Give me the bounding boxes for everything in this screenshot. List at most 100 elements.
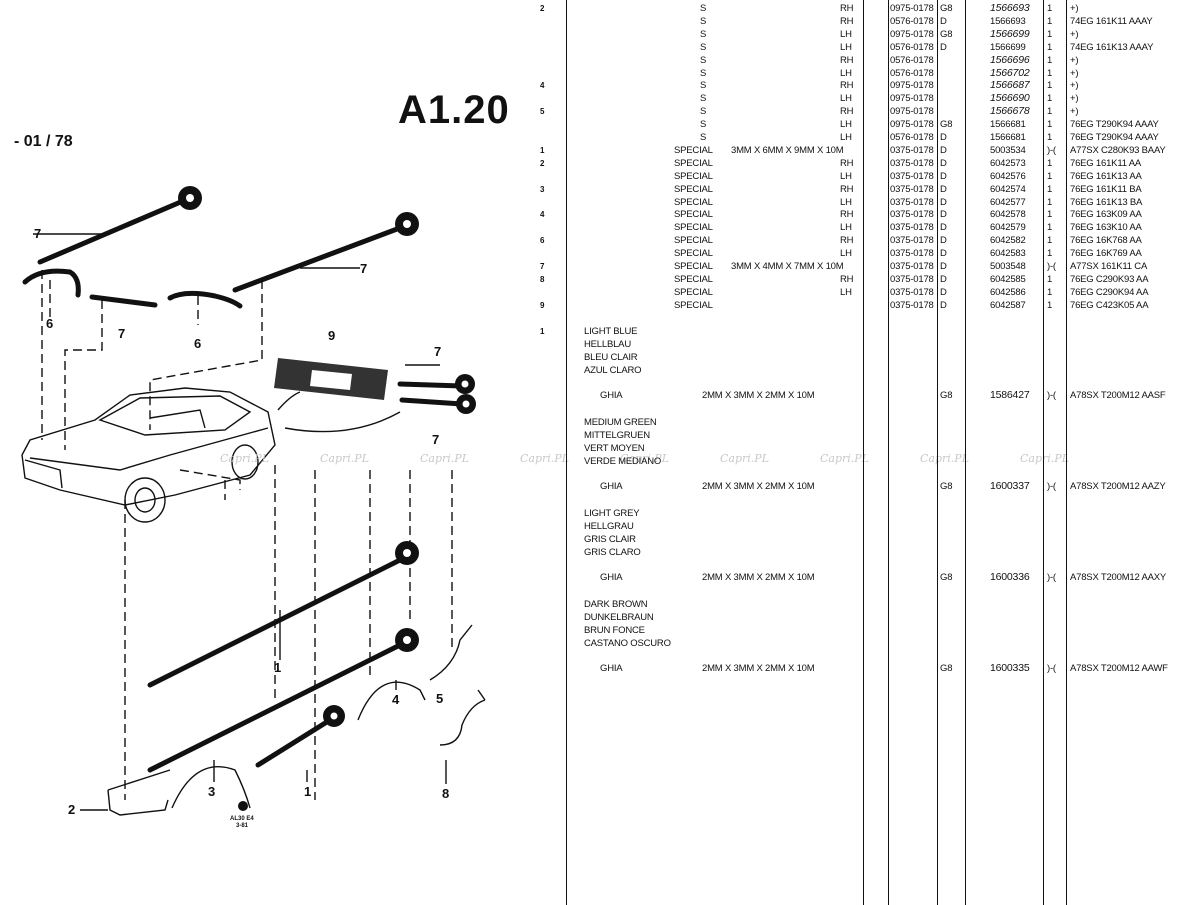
item-cell: S	[700, 15, 707, 27]
callout-label: 7	[118, 326, 125, 341]
color-name: LIGHT BLUE	[584, 326, 638, 337]
code-cell: G8	[940, 390, 953, 401]
item-cell: S	[700, 106, 707, 118]
moulding-strip	[397, 381, 465, 389]
dimension-cell: 2MM X 3MM X 2MM X 10M	[702, 663, 815, 674]
item-cell: S	[700, 28, 707, 40]
column-divider	[888, 0, 889, 905]
remark-cell: +)	[1070, 28, 1079, 40]
part-number-cell: 6042587	[990, 299, 1026, 311]
callout-label: 6	[46, 316, 53, 331]
ref-cell: 7	[540, 262, 545, 271]
item-cell: SPECIAL	[674, 209, 713, 221]
part-number-cell: 1566693	[990, 15, 1026, 27]
callout-label: 1	[274, 660, 281, 675]
part-number-cell: 6042583	[990, 248, 1026, 260]
remark-cell: +)	[1070, 106, 1079, 118]
side-cell: RH	[840, 106, 854, 118]
watermark-text: Capri.PL	[520, 452, 569, 465]
remark-cell: 76EG 163K09 AA	[1070, 209, 1142, 221]
item-cell: SPECIAL	[674, 261, 713, 272]
quantity-cell: 1	[1047, 132, 1053, 143]
side-cell: RH	[840, 80, 854, 92]
code-cell: G8	[940, 119, 953, 131]
quantity-cell: 1	[1047, 196, 1053, 208]
color-name: MITTELGRUEN	[584, 430, 650, 441]
item-cell: S	[700, 67, 707, 79]
code-cell: D	[940, 222, 947, 234]
quantity-cell: 1	[1047, 235, 1053, 247]
quantity-cell: )-(	[1047, 144, 1056, 156]
remark-cell: 76EG T290K94 AAAY	[1070, 119, 1159, 131]
watermark-text: Capri.PL	[420, 452, 469, 465]
code-cell: D	[940, 170, 947, 182]
remark-cell: 76EG 161K11 BA	[1070, 183, 1142, 195]
part-number-cell: 1566687	[990, 79, 1030, 92]
remark-cell: A77SX 161K11 CA	[1070, 261, 1148, 272]
part-number-cell: 1566693	[990, 2, 1030, 14]
dimension-cell: 2MM X 3MM X 2MM X 10M	[702, 390, 815, 401]
date-range-cell: 0975-0178	[890, 28, 934, 40]
date-range-cell: 0375-0178	[890, 209, 934, 221]
badge-panel	[274, 358, 388, 400]
quantity-cell: 1	[1047, 80, 1053, 92]
column-divider	[566, 0, 567, 905]
color-name: VERT MOYEN	[584, 443, 645, 454]
remark-cell: 74EG 161K13 AAAY	[1070, 41, 1154, 53]
callout-label: 1	[304, 784, 311, 799]
date-range-cell: 0375-0178	[890, 273, 934, 285]
item-cell: SPECIAL	[674, 273, 713, 285]
color-name: GRIS CLARO	[584, 547, 641, 558]
ref-cell: 9	[540, 300, 545, 310]
exploded-parts-diagram: AL30 E4 3-81 7 7 6 7 6 9 7 7 1 4 5 3 1 2…	[21, 186, 486, 829]
part-number-cell: 1600337	[990, 480, 1030, 492]
remark-cell: 74EG 161K11 AAAY	[1070, 15, 1153, 27]
part-number-cell: 1600336	[990, 571, 1030, 583]
item-cell: SPECIAL	[674, 144, 713, 156]
stamp-text: AL30 E4	[230, 816, 254, 822]
item-cell: SPECIAL	[674, 235, 713, 247]
side-cell: LH	[840, 170, 852, 182]
code-cell: D	[940, 286, 947, 298]
callout-label: 8	[442, 786, 449, 801]
item-cell: SPECIAL	[674, 248, 713, 260]
part-number-cell: 6042582	[990, 235, 1026, 247]
trim-piece	[22, 268, 81, 298]
code-cell: D	[940, 132, 947, 143]
quantity-cell: 1	[1047, 41, 1053, 53]
side-cell: LH	[840, 248, 852, 260]
color-name: LIGHT GREY	[584, 508, 640, 519]
color-name: BLEU CLAIR	[584, 352, 638, 363]
callout-label: 9	[328, 328, 335, 343]
moulding-strip	[37, 195, 193, 265]
code-cell: G8	[940, 28, 953, 40]
quantity-cell: 1	[1047, 3, 1053, 14]
dimension-cell: 2MM X 3MM X 2MM X 10M	[702, 572, 815, 583]
remark-cell: 76EG C290K93 AA	[1070, 273, 1149, 285]
date-range-cell: 0375-0178	[890, 222, 934, 234]
item-cell: SPECIAL	[674, 299, 713, 311]
ref-cell: 1	[540, 327, 545, 336]
date-range-cell: 0975-0178	[890, 80, 934, 92]
part-number-cell: 1566702	[990, 66, 1030, 79]
ref-cell: 5	[540, 107, 545, 117]
date-range-cell: 0375-0178	[890, 261, 934, 272]
date-range-cell: 0975-0178	[890, 93, 934, 105]
dimension-cell: 3MM X 6MM X 9MM X 10M	[731, 144, 844, 156]
item-cell: S	[700, 80, 707, 92]
callout-label: 5	[436, 691, 443, 706]
code-cell: D	[940, 196, 947, 208]
date-range-cell: 0375-0178	[890, 157, 934, 169]
quantity-cell: 1	[1047, 222, 1053, 234]
color-name: AZUL CLARO	[584, 365, 642, 376]
side-cell: LH	[840, 119, 852, 131]
quantity-cell: 1	[1047, 15, 1053, 27]
quantity-cell: 1	[1047, 273, 1053, 285]
date-range-cell: 0375-0178	[890, 170, 934, 182]
quantity-cell: 1	[1047, 286, 1053, 298]
color-name: MEDIUM GREEN	[584, 417, 657, 428]
side-cell: RH	[840, 209, 854, 221]
color-name: BRUN FONCE	[584, 625, 645, 636]
remark-cell: 76EG 161K13 AA	[1070, 170, 1142, 182]
side-cell: RH	[840, 15, 854, 27]
